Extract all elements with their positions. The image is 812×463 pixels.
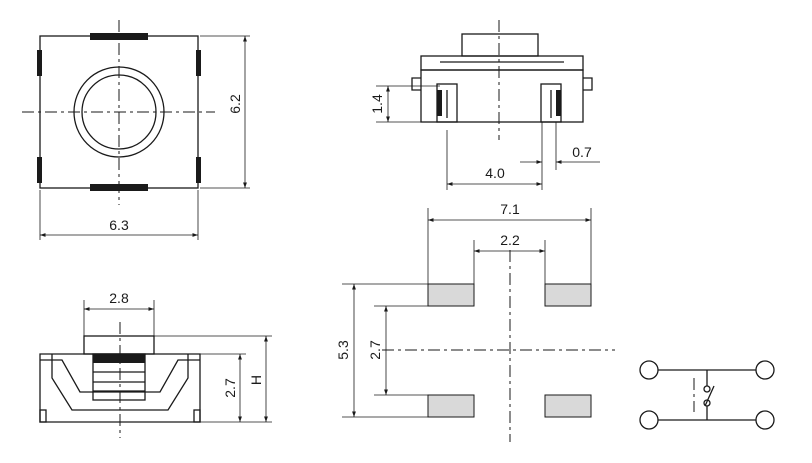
dim-pin-pitch: 4.0 <box>485 165 505 181</box>
dim-pcb-outer-width: 7.1 <box>500 201 520 217</box>
top-view: 6.2 6.3 <box>22 20 250 240</box>
dim-pcb-inner-height: 2.7 <box>367 340 383 360</box>
dim-top-width: 6.3 <box>109 217 129 233</box>
dim-button-width: 2.8 <box>109 290 129 306</box>
switch-schematic <box>639 360 775 430</box>
dim-body-height: 2.7 <box>222 378 238 398</box>
dim-top-height: 6.2 <box>227 94 243 114</box>
pcb-layout: 7.1 2.2 5.3 2.7 <box>335 201 615 442</box>
dim-pcb-inner-width: 2.2 <box>500 232 520 248</box>
dim-total-height: H <box>248 375 264 385</box>
dim-pcb-outer-height: 5.3 <box>335 340 351 360</box>
dim-pin-width: 0.7 <box>572 144 592 160</box>
side-view: 1.4 4.0 0.7 <box>369 20 600 190</box>
dim-terminal-height: 1.4 <box>369 94 385 114</box>
front-view: 2.8 2.7 H <box>39 290 272 438</box>
